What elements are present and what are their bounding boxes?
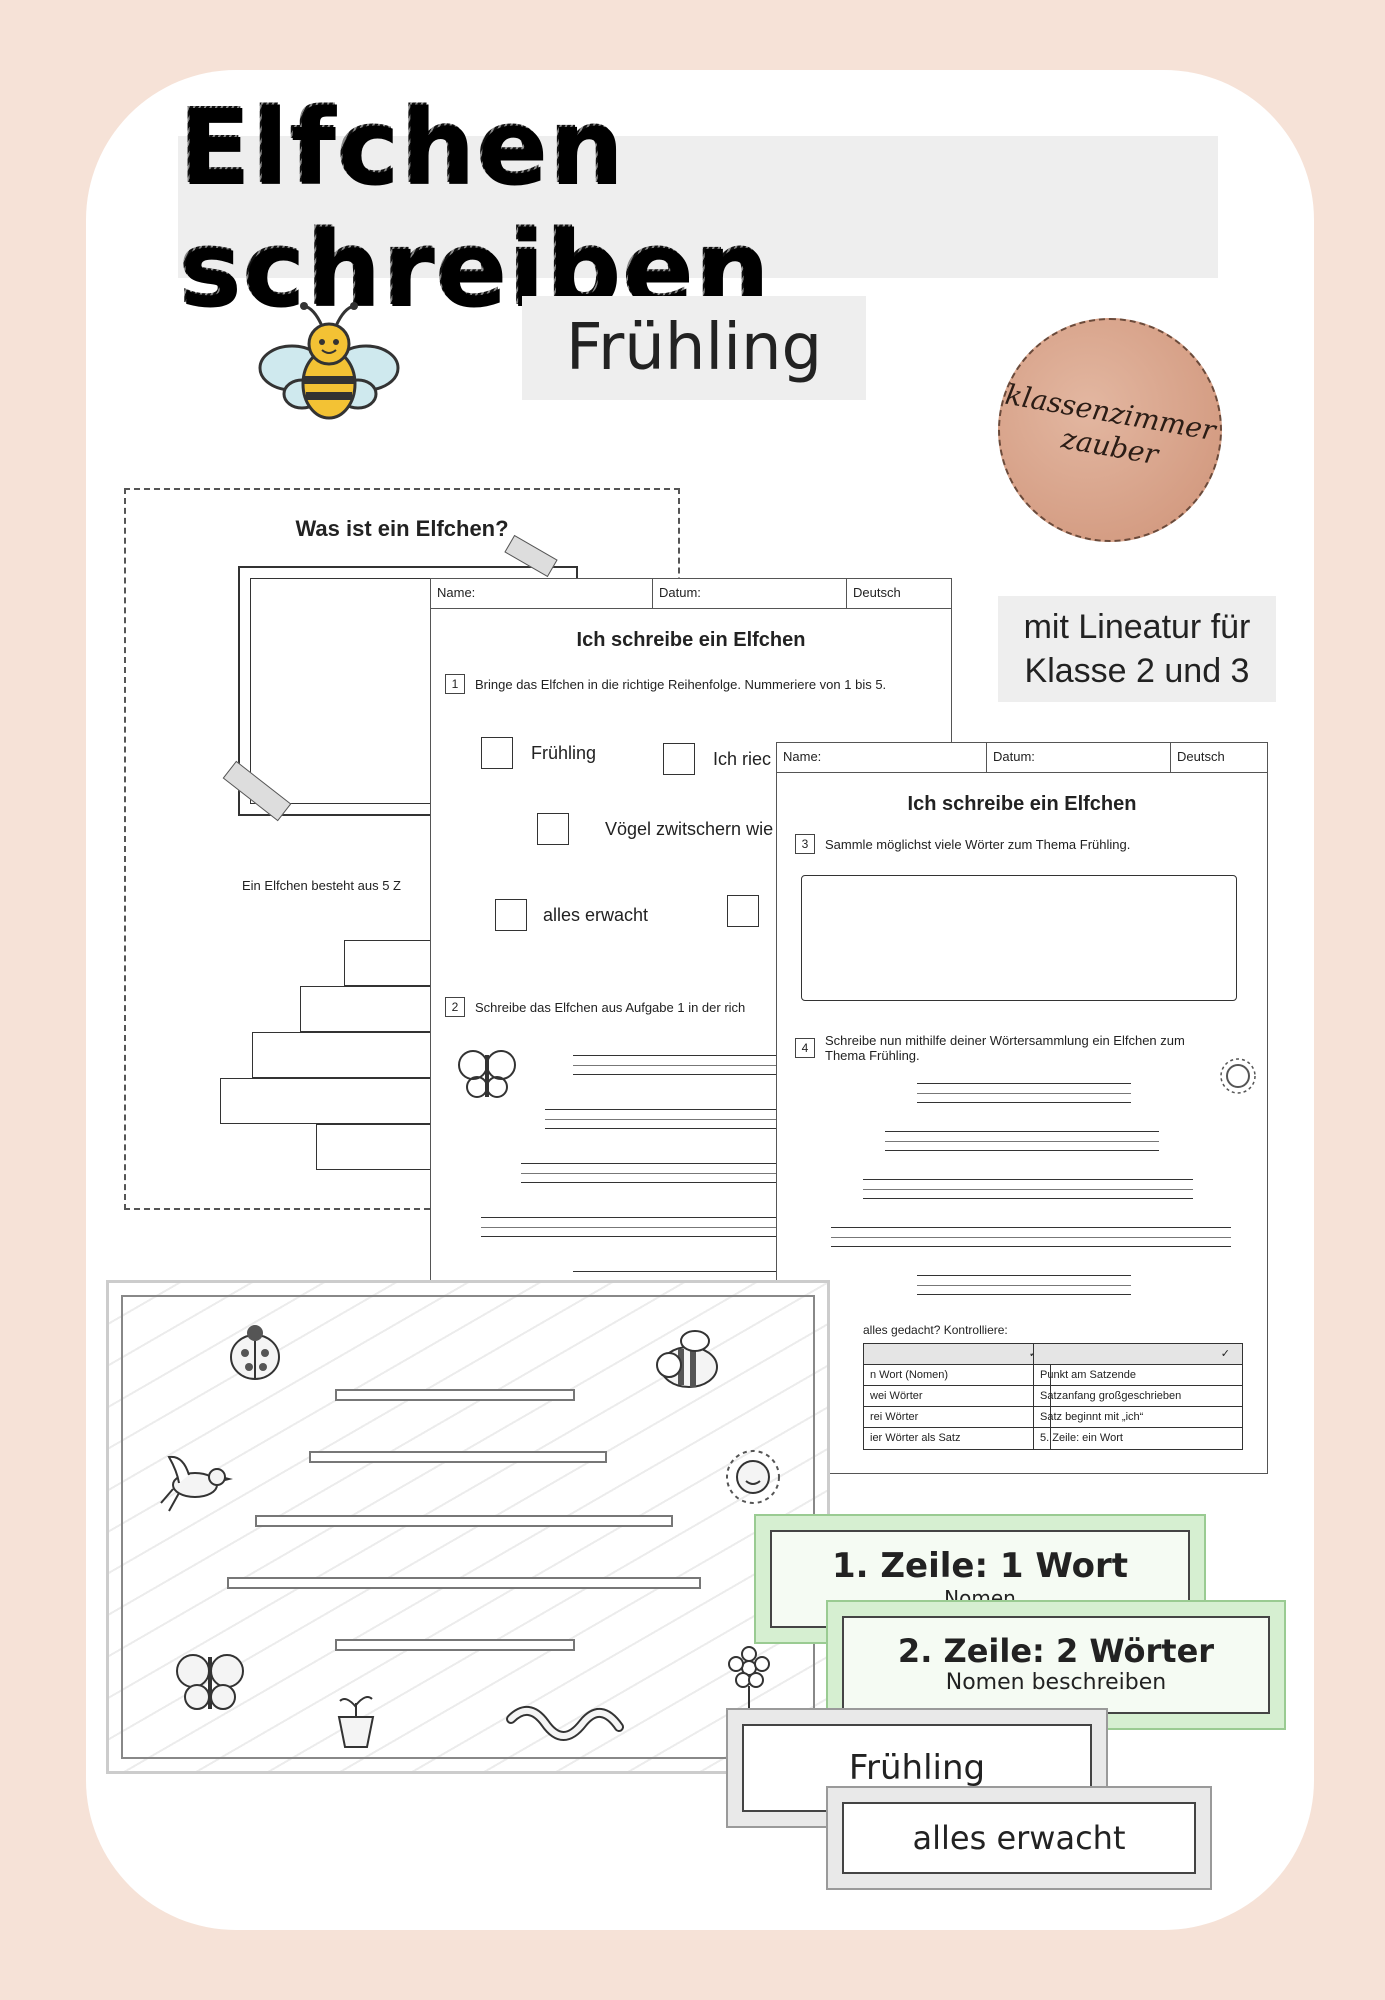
- check-item: Satzanfang großgeschrieben: [1034, 1386, 1242, 1407]
- subtitle: Frühling: [565, 311, 823, 385]
- check-item: 5. Zeile: ein Wort: [1040, 1432, 1123, 1444]
- task-number: 4: [795, 1038, 815, 1058]
- card-title: 2. Zeile: 2 Wörter: [897, 1632, 1215, 1670]
- task-text: Schreibe das Elfchen aus Aufgabe 1 in de…: [475, 999, 746, 1015]
- check-title: alles gedacht? Kontrolliere:: [863, 1323, 1008, 1337]
- brand-seal: klassenzimmer zauber: [998, 318, 1222, 542]
- ladybug-icon: [230, 1325, 280, 1380]
- date-field: Datum:: [653, 579, 847, 608]
- name-field: Name:: [777, 743, 987, 772]
- word-card: alles erwacht: [543, 904, 649, 925]
- word-card-text: alles erwacht: [842, 1802, 1196, 1874]
- lineatur-line-2: Klasse 2 und 3: [1024, 652, 1250, 690]
- card-title: 1. Zeile: 1 Wort: [831, 1546, 1129, 1586]
- worksheet-2: Name: Datum: Deutsch Ich schreibe ein El…: [776, 742, 1268, 1474]
- butterfly-icon: [176, 1654, 244, 1710]
- worksheet-header: Name: Datum: Deutsch: [431, 579, 951, 609]
- check-item: ier Wörter als Satz: [870, 1432, 961, 1444]
- word-card-2: alles erwacht: [826, 1786, 1212, 1890]
- worksheet-title: Ich schreibe ein Elfchen: [907, 793, 1137, 815]
- name-field: Name:: [431, 579, 653, 608]
- writing-line[interactable]: [335, 1639, 575, 1651]
- check-item: Satz beginnt mit „ich“: [1034, 1407, 1242, 1428]
- word-card: Frühling: [531, 742, 597, 763]
- writing-line[interactable]: [227, 1577, 701, 1589]
- info-title: Was ist ein Elfchen?: [295, 516, 509, 541]
- task-text: Schreibe nun mithilfe deiner Wörtersamml…: [825, 1033, 1185, 1063]
- writing-line[interactable]: [831, 1227, 1231, 1247]
- task-text: Bringe das Elfchen in die richtige Reihe…: [475, 676, 887, 692]
- word-collection-box[interactable]: [801, 875, 1237, 1001]
- check-item: Punkt am Satzende: [1034, 1365, 1242, 1386]
- sun-icon: [1220, 1058, 1256, 1094]
- task-number: 1: [445, 674, 465, 694]
- date-field: Datum:: [987, 743, 1171, 772]
- worksheet-title: Ich schreibe ein Elfchen: [576, 629, 806, 651]
- product-cover: Elfchen schreiben Frühling klassenzimmer…: [86, 70, 1314, 1930]
- task-number: 2: [445, 997, 465, 1017]
- writing-line[interactable]: [917, 1083, 1131, 1103]
- page-title: Elfchen schreiben: [178, 85, 1218, 329]
- writing-line[interactable]: [917, 1275, 1131, 1295]
- subtitle-banner: Frühling: [522, 296, 866, 400]
- writing-line[interactable]: [885, 1131, 1159, 1151]
- task-number: 3: [795, 834, 815, 854]
- flowerpot-icon: [337, 1696, 375, 1748]
- number-box[interactable]: [495, 899, 527, 931]
- writing-line[interactable]: [335, 1389, 575, 1401]
- lineatur-note: mit Lineatur für Klasse 2 und 3: [998, 596, 1276, 702]
- poster-sheet: [106, 1280, 830, 1774]
- task-text: Sammle möglichst viele Wörter zum Thema …: [825, 836, 1131, 852]
- subject-field: Deutsch: [1177, 749, 1225, 764]
- number-box[interactable]: [727, 895, 759, 927]
- title-banner: Elfchen schreiben: [178, 85, 1218, 329]
- word-card: Ich riec: [713, 748, 772, 769]
- sun-icon: [726, 1450, 780, 1504]
- checklist-left: ✓ n Wort (Nomen) wei Wörter rei Wörter i…: [863, 1343, 1051, 1450]
- bee-icon: [258, 302, 400, 420]
- butterfly-icon: [458, 1050, 516, 1098]
- checklist-right: ✓ Punkt am Satzende Satzanfang großgesch…: [1033, 1343, 1243, 1450]
- check-item: rei Wörter: [864, 1407, 1050, 1428]
- writing-line[interactable]: [863, 1179, 1193, 1199]
- bird-icon: [160, 1455, 233, 1512]
- number-box[interactable]: [663, 743, 695, 775]
- word-card: Vögel zwitschern wie: [605, 818, 774, 839]
- worm-icon: [506, 1706, 624, 1741]
- number-box[interactable]: [537, 813, 569, 845]
- info-caption: Ein Elfchen besteht aus 5 Z: [242, 878, 401, 893]
- bee-icon: [656, 1330, 718, 1388]
- subject-field: Deutsch: [853, 585, 901, 600]
- writing-line[interactable]: [309, 1451, 607, 1463]
- lineatur-line-1: mit Lineatur für: [1023, 608, 1251, 646]
- check-item: n Wort (Nomen): [864, 1365, 1050, 1386]
- worksheet-header: Name: Datum: Deutsch: [777, 743, 1267, 773]
- number-box[interactable]: [481, 737, 513, 769]
- check-item: wei Wörter: [864, 1386, 1050, 1407]
- writing-line[interactable]: [255, 1515, 673, 1527]
- card-subtitle: Nomen beschreiben: [945, 1670, 1167, 1695]
